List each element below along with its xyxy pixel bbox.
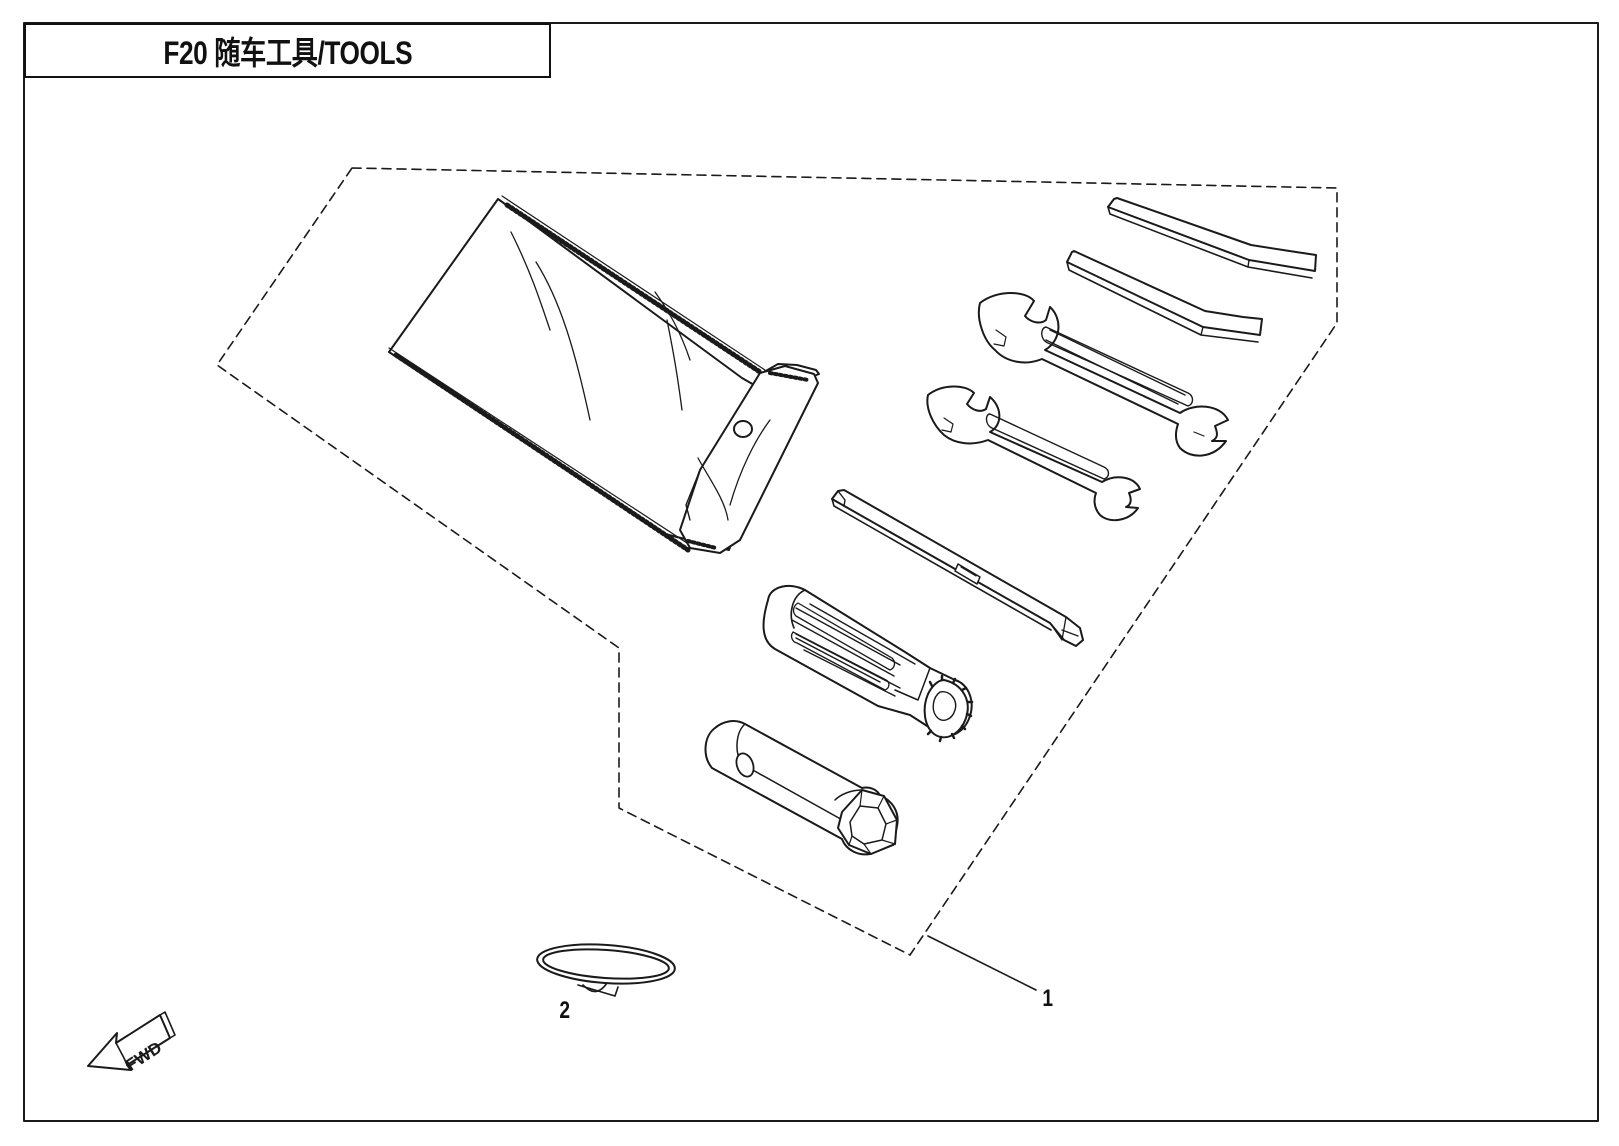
leader-line-2-curve — [582, 982, 608, 993]
callout-2: 2 — [559, 997, 571, 1024]
leader-line-2 — [577, 984, 619, 997]
screwdriver-bit-shaft — [831, 489, 1084, 647]
callout-1: 1 — [1042, 985, 1054, 1012]
rubber-band — [536, 943, 676, 985]
screwdriver-handle — [762, 584, 974, 743]
hex-key-short — [1066, 250, 1263, 343]
open-end-wrench-small — [926, 385, 1141, 522]
hex-key-long — [1107, 197, 1317, 279]
leader-line-1 — [927, 935, 1037, 991]
forward-arrow-icon: FWD — [87, 1011, 176, 1075]
spark-plug-socket — [704, 720, 899, 856]
diagram-title: F20 随车工具/TOOLS — [163, 34, 412, 71]
open-end-wrench-large — [977, 292, 1229, 457]
tool-pouch — [388, 195, 820, 554]
sheet-border — [23, 22, 1599, 1122]
title-block: F20 随车工具/TOOLS — [24, 23, 551, 78]
kit-boundary-dashed — [216, 167, 1338, 956]
